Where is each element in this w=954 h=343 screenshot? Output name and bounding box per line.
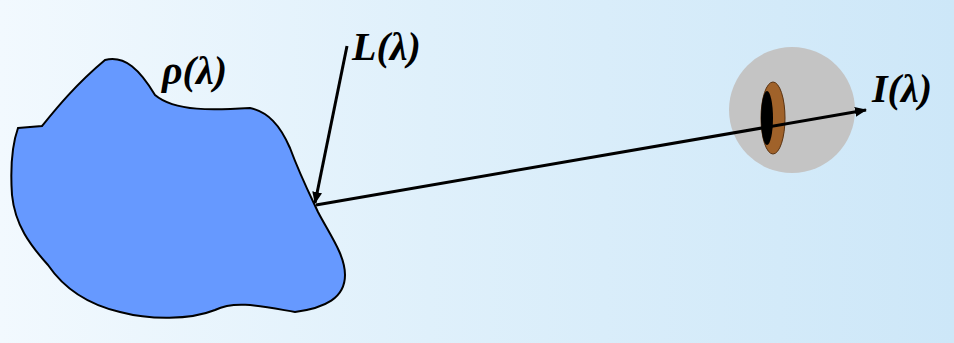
spectrum-label: L(λ) <box>352 24 421 70</box>
node-text: ρ(λ) <box>162 48 227 94</box>
object-blob: ρ(λ) <box>10 50 355 325</box>
spectrum-label: I(λ) <box>872 66 932 112</box>
eyeball <box>729 47 855 173</box>
light-arrow <box>315 46 347 203</box>
view-ray <box>316 110 866 205</box>
blob-shape <box>11 59 345 318</box>
pupil <box>761 91 773 145</box>
iris <box>761 82 785 154</box>
